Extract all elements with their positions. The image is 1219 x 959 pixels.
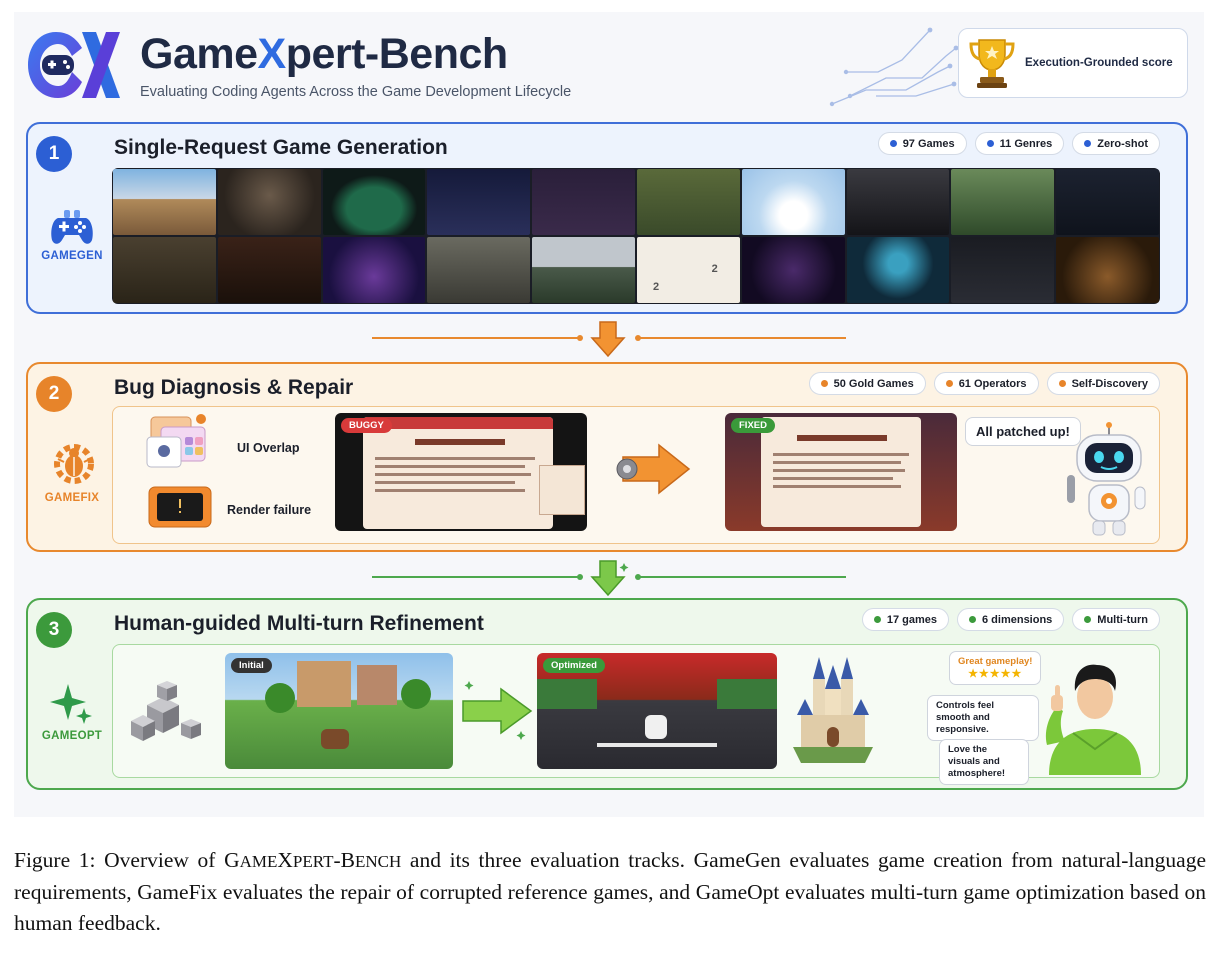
- fixed-screenshot: FIXED: [725, 413, 957, 531]
- badge: Self-Discovery: [1046, 372, 1160, 395]
- track-side-label: GAMEFIX: [44, 492, 100, 504]
- game-2048-board: 2 2: [637, 237, 740, 303]
- score-label: Execution-Grounded score: [1025, 57, 1173, 69]
- badge: 11 Genres: [974, 132, 1065, 155]
- game-screenshot: [532, 169, 635, 235]
- game-screenshot: [741, 237, 845, 303]
- person-thumbs-up-icon: [1045, 664, 1141, 775]
- track-title: Single-Request Game Generation: [114, 136, 448, 159]
- badge: 17 games: [861, 608, 949, 631]
- figure-caption: Figure 1: Overview of GAMEXPERT-BENCH an…: [14, 848, 1206, 935]
- track-badges: 17 games 6 dimensions Multi-turn: [861, 608, 1160, 631]
- track-gamegen: 1 Single-Request Game Generation 97 Game…: [26, 122, 1188, 314]
- page-title: GameXpert-Bench: [140, 30, 508, 78]
- buggy-screenshot: BUGGY: [335, 413, 587, 531]
- track-side-label: GAMEGEN: [41, 250, 103, 262]
- feedback-bubble: Controls feel smooth and responsive.: [927, 695, 1039, 741]
- fixed-tag: FIXED: [731, 418, 775, 433]
- overview-figure: GameXpert-Bench Evaluating Coding Agents…: [14, 12, 1204, 817]
- game-screenshot: [741, 169, 845, 235]
- game-screenshot: [113, 169, 216, 235]
- repair-arrow-icon: [616, 443, 691, 495]
- buggy-tag: BUGGY: [341, 418, 392, 433]
- game-screenshot: [1056, 237, 1159, 303]
- game-screenshot: [1056, 169, 1159, 235]
- speech-bubble: All patched up!: [965, 417, 1081, 446]
- page-subtitle: Evaluating Coding Agents Across the Game…: [140, 84, 572, 100]
- game-screenshot: [846, 169, 950, 235]
- flow-arrow-down: [372, 560, 846, 597]
- bug-gear-icon: [54, 444, 94, 484]
- initial-screenshot: Initial: [225, 653, 453, 769]
- trophy-icon: [969, 39, 1015, 88]
- track-title: Bug Diagnosis & Repair: [114, 376, 354, 399]
- track-gamefix: 2 Bug Diagnosis & Repair 50 Gold Games 6…: [26, 362, 1188, 552]
- rating-stars: ★★★★★: [968, 668, 1023, 680]
- gamefix-panel: UI Overlap Render failure BUGGY: [112, 406, 1160, 544]
- badge: 50 Gold Games: [808, 372, 926, 395]
- game-screenshot: [217, 169, 321, 235]
- optimized-screenshot: Optimized: [537, 653, 777, 769]
- feedback-bubble: Great gameplay! ★★★★★: [949, 651, 1042, 685]
- game-screenshot: [951, 237, 1055, 303]
- feedback-bubble: Love the visuals and atmosphere!: [939, 739, 1029, 785]
- badge: Multi-turn: [1072, 608, 1160, 631]
- track-number: 3: [36, 612, 72, 648]
- robot-icon: [1067, 422, 1146, 536]
- game-screenshot: [846, 237, 950, 303]
- badge: Zero-shot: [1072, 132, 1160, 155]
- track-number: 1: [36, 136, 72, 172]
- game-screenshot: [427, 169, 531, 235]
- sparkle-icon: [50, 684, 92, 724]
- render-failure-icon: [148, 486, 212, 528]
- score-card: Execution-Grounded score: [958, 28, 1188, 98]
- game-screenshot: [951, 169, 1055, 235]
- bug-type-label: Render failure: [227, 503, 312, 517]
- circuit-lines-icon: [829, 27, 959, 107]
- game-screenshot: [532, 237, 635, 303]
- castle-icon: [793, 657, 873, 763]
- track-title: Human-guided Multi-turn Refinement: [114, 612, 484, 635]
- badge: 6 dimensions: [957, 608, 1065, 631]
- game-screenshot: [322, 237, 426, 303]
- badge: 97 Games: [877, 132, 967, 155]
- game-screenshot-grid: 2 2: [112, 168, 1160, 304]
- ui-overlap-icon: [146, 414, 206, 468]
- game-screenshot: [322, 169, 426, 235]
- game-screenshot: [217, 237, 321, 303]
- flow-arrow-down: [372, 321, 846, 358]
- bug-type-label: UI Overlap: [237, 441, 300, 455]
- initial-tag: Initial: [231, 658, 272, 673]
- track-side-label: GAMEOPT: [41, 730, 103, 742]
- optimize-arrow-icon: [462, 681, 533, 740]
- blocks-sculpture-icon: [131, 681, 201, 741]
- badge: 61 Operators: [933, 372, 1039, 395]
- gamepad-logo-icon: [28, 32, 120, 98]
- track-number: 2: [36, 376, 72, 412]
- track-badges: 97 Games 11 Genres Zero-shot: [877, 132, 1160, 155]
- game-screenshot: [637, 169, 740, 235]
- optimized-tag: Optimized: [543, 658, 605, 673]
- game-screenshot: [427, 237, 531, 303]
- game-screenshot: [113, 237, 216, 303]
- gameopt-panel: Initial Optimized: [112, 644, 1160, 785]
- track-badges: 50 Gold Games 61 Operators Self-Discover…: [808, 372, 1160, 395]
- track-gameopt: 3 Human-guided Multi-turn Refinement 17 …: [26, 598, 1188, 790]
- gamepad-icon: [51, 210, 93, 244]
